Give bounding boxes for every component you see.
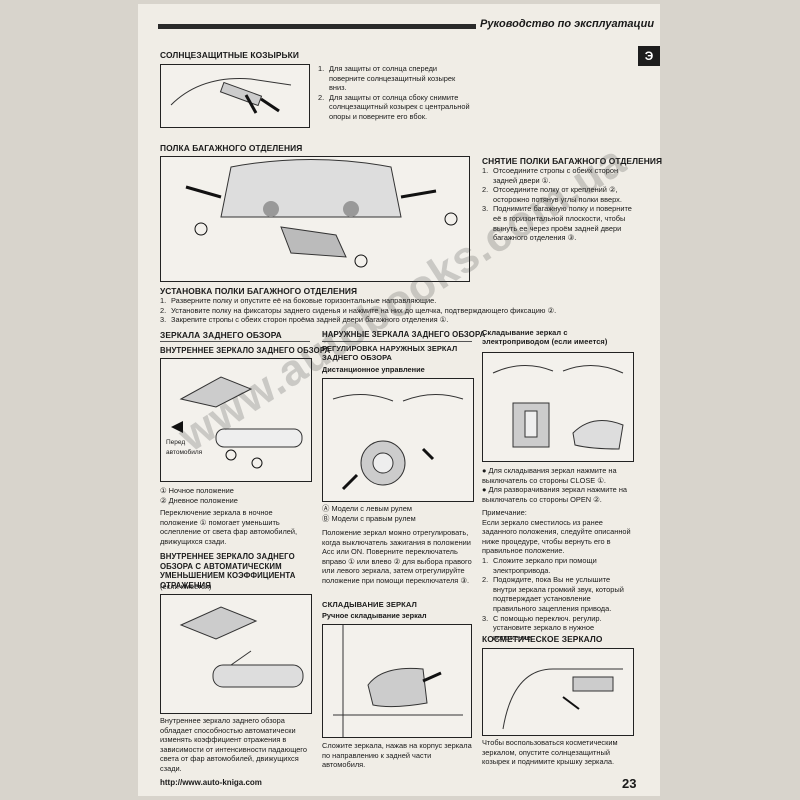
outer-adjust-heading: Регулировка наружных зеркал заднего обзо… bbox=[322, 344, 458, 362]
shelf-figure bbox=[160, 156, 470, 282]
auto-dim-subtitle: (если имеется) bbox=[160, 582, 212, 591]
divider bbox=[322, 341, 472, 342]
sunvisors-instructions: 1.Для защиты от солнца спереди поверните… bbox=[318, 64, 470, 121]
power-fold-heading: Складывание зеркал с электроприводом (ес… bbox=[482, 328, 608, 346]
auto-dim-text: Внутреннее зеркало заднего обзора облада… bbox=[160, 716, 307, 773]
section-tab: Э bbox=[638, 46, 660, 66]
shelf-install-list: 1.Разверните полку и опустите её на боко… bbox=[160, 296, 557, 325]
divider bbox=[160, 341, 310, 342]
header-title: Руководство по эксплуатации bbox=[480, 18, 655, 30]
vanity-figure bbox=[482, 648, 634, 736]
remote-control-heading: Дистанционное управление bbox=[322, 365, 425, 374]
inner-mirror-text: Переключение зеркала в ночное положение … bbox=[160, 508, 298, 546]
header-rule bbox=[158, 24, 476, 29]
sunvisors-heading: Солнцезащитные козырьки bbox=[160, 50, 300, 60]
auto-dim-heading: Внутреннее зеркало заднего обзора с авто… bbox=[160, 552, 296, 590]
mirrors-heading: Зеркала заднего обзора bbox=[160, 330, 282, 340]
shelf-removal-heading: Снятие полки багажного отделения bbox=[482, 156, 663, 166]
power-fold-note: Примечание: Если зеркало сместилось из р… bbox=[482, 508, 631, 556]
outer-mirror-legend: Ⓐ Модели с левым рулем Ⓑ Модели с правым… bbox=[322, 504, 416, 523]
footer-url: http://www.auto-kniga.com bbox=[160, 778, 262, 787]
power-fold-note-list: 1.Сложите зеркало при помощи электроприв… bbox=[482, 556, 624, 642]
fold-heading: Складывание зеркал bbox=[322, 600, 417, 609]
sunvisor-figure bbox=[160, 64, 310, 128]
inner-mirror-figure bbox=[160, 358, 312, 482]
shelf-install-heading: Установка полки багажного отделения bbox=[160, 286, 358, 296]
shelf-heading: Полка багажного отделения bbox=[160, 143, 303, 153]
manual-fold-text: Сложите зеркала, нажав на корпус зеркала… bbox=[322, 741, 472, 770]
inner-mirror-heading: Внутреннее зеркало заднего обзора bbox=[160, 346, 331, 355]
vanity-text: Чтобы воспользоваться косметическим зерк… bbox=[482, 738, 618, 767]
inner-mirror-legend: ① Ночное положение ② Дневное положение bbox=[160, 486, 238, 505]
outer-mirror-figure bbox=[322, 378, 474, 502]
shelf-removal-list: 1.Отсоедините стропы с обеих сторон задн… bbox=[482, 166, 632, 243]
power-fold-bullets: ● Для складывания зеркал нажмите на выкл… bbox=[482, 466, 628, 504]
outer-mirrors-heading: Наружные зеркала заднего обзора bbox=[322, 330, 486, 339]
vanity-heading: Косметическое зеркало bbox=[482, 634, 603, 644]
page-number: 23 bbox=[622, 776, 637, 791]
auto-dim-figure bbox=[160, 594, 312, 714]
inner-mirror-fig-label: Перед автомобиля bbox=[166, 439, 203, 456]
manual-fold-heading: Ручное складывание зеркал bbox=[322, 611, 427, 620]
power-fold-figure bbox=[482, 352, 634, 462]
outer-mirror-text: Положение зеркал можно отрегулировать, к… bbox=[322, 528, 472, 585]
manual-fold-figure bbox=[322, 624, 472, 738]
